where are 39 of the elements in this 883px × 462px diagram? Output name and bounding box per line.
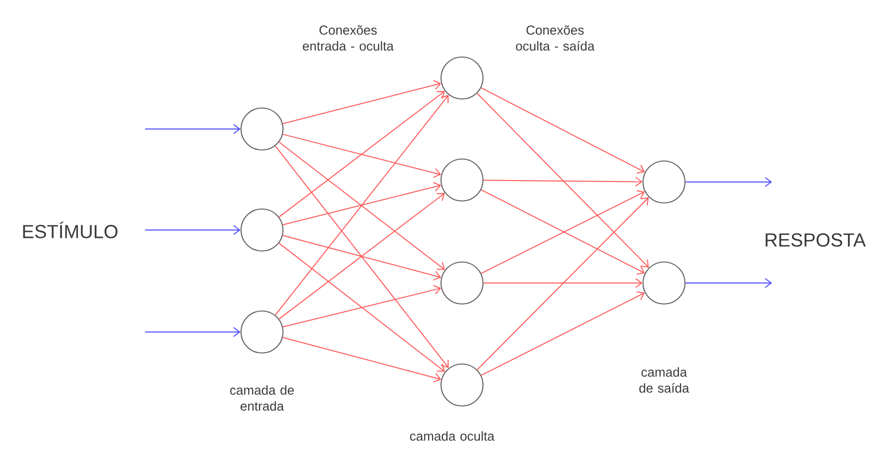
arrow <box>282 182 442 226</box>
layer-label: RESPOSTA <box>766 233 866 247</box>
arrow <box>274 94 449 316</box>
neuron-circle <box>440 261 484 305</box>
arrow <box>144 225 240 235</box>
neuron-circle <box>240 310 284 354</box>
neuron-circle <box>642 261 686 305</box>
arrow <box>282 134 442 178</box>
arrow <box>282 235 442 281</box>
arrow <box>483 176 642 187</box>
neuron-circle <box>440 363 484 407</box>
arrow <box>476 197 649 370</box>
arrow <box>685 278 772 288</box>
arrow <box>480 87 645 174</box>
arrow <box>282 284 442 328</box>
arrow <box>274 145 449 368</box>
layer-label: camada oculta <box>410 431 494 441</box>
arrow <box>282 80 442 124</box>
arrow <box>144 124 240 134</box>
layer-label: ESTÍMULO <box>23 222 118 238</box>
arrow <box>278 91 445 218</box>
arrow <box>685 177 772 187</box>
neuron-circle <box>240 107 284 151</box>
layer-label: camada de entrada <box>230 385 294 411</box>
layer-label: Conexões oculta - saída <box>516 25 595 51</box>
neuron-circle <box>440 158 484 202</box>
neuron-circle <box>440 56 484 100</box>
arrow <box>144 327 240 337</box>
arrow <box>282 337 442 383</box>
arrow <box>278 142 445 270</box>
arrow <box>476 92 649 268</box>
arrow <box>278 193 445 320</box>
neuron-circle <box>240 208 284 252</box>
arrow <box>483 278 642 288</box>
layer-label: camada de saída <box>639 367 690 393</box>
neuron-circle <box>642 160 686 204</box>
arrow <box>480 291 645 376</box>
layer-label: Conexões entrada - oculta <box>302 25 394 51</box>
arrow <box>278 242 445 372</box>
